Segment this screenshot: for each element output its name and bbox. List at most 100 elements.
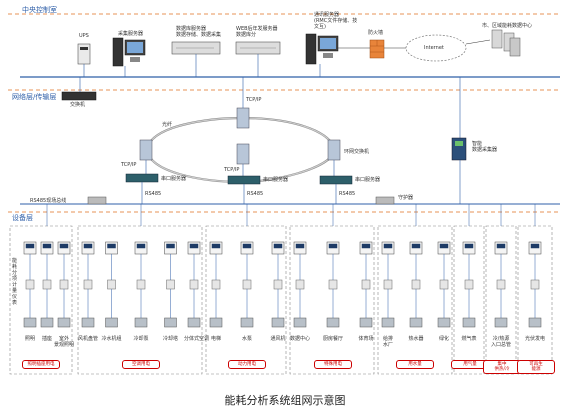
group-special-box	[289, 225, 375, 375]
group-hvac-box	[77, 225, 203, 375]
g5-breaker-1	[411, 279, 421, 290]
switch-label: 交换机	[70, 102, 86, 108]
g1-breaker-1	[42, 279, 52, 290]
g5-breaker-2	[439, 279, 449, 290]
g5-equip-1	[409, 317, 423, 328]
tcpip-top-label: TCP/IP	[246, 97, 262, 103]
g1-equip-1	[40, 317, 54, 328]
g5-breaker-0	[383, 279, 393, 290]
serial-server-2	[227, 164, 261, 204]
g5-meter-screen-1	[411, 243, 421, 249]
g1-meter-screen-2	[59, 243, 69, 249]
g7-meter-screen-0	[496, 243, 506, 249]
g2-item-label-2: 冷却泵	[133, 336, 149, 342]
group-side-box	[9, 225, 73, 375]
g1-item-label-0: 照明	[24, 336, 35, 342]
g3-equip-0	[209, 317, 223, 328]
g4-equip-1	[326, 317, 340, 328]
ring-switch-left	[139, 139, 153, 161]
g3-breaker-0	[211, 279, 221, 290]
g6-item-label-0: 燃气表	[461, 336, 477, 342]
serial-2-label: 串口服务器	[263, 177, 289, 183]
g4-item-label-0: 数据中心	[290, 336, 311, 342]
g2-meter-screen-2	[136, 243, 146, 249]
g5-item-label-2: 绿化	[438, 336, 449, 342]
internet-label: Internet	[424, 45, 444, 51]
g2-equip-3	[164, 317, 177, 328]
web-server-rack	[235, 41, 281, 77]
g2-equip-2	[134, 317, 148, 328]
g2-tag: 空调用电	[122, 360, 160, 369]
internet-cloud-icon	[384, 34, 491, 62]
g8-meter-screen-0	[530, 243, 540, 249]
comm-server-pc	[305, 33, 339, 77]
g1-item-label-1: 插座	[41, 336, 52, 342]
meters-layer	[23, 204, 542, 328]
group-power-box	[205, 225, 287, 375]
rs485-2-label: RS485	[247, 191, 264, 197]
g1-meter-screen-0	[25, 243, 35, 249]
g2-item-label-0: 风机盘管	[78, 336, 99, 342]
zone-device-label: 设备层	[12, 214, 33, 222]
g2-item-label-1: 冷水机组	[101, 336, 122, 342]
serial-3-label: 串口服务器	[355, 177, 381, 183]
ring-switch-label: 环网交换机	[344, 149, 370, 155]
converter-right	[375, 196, 395, 205]
g3-meter-screen-0	[211, 243, 221, 249]
g1-breaker-2	[59, 279, 69, 290]
g7-tag: 集中 供热/冷	[483, 360, 521, 374]
g2-equip-1	[105, 317, 118, 328]
g5-item-label-1: 热水器	[408, 336, 424, 342]
g5-meter-screen-0	[383, 243, 393, 249]
diagram-caption: 能耗分析系统组网示意图	[224, 394, 346, 407]
smart-collector	[451, 77, 467, 204]
g1-equip-0	[23, 317, 37, 328]
g3-item-label-1: 水泵	[241, 336, 252, 342]
ups-device	[77, 43, 91, 77]
g4-breaker-0	[295, 279, 305, 290]
ring-switch-right	[327, 139, 341, 161]
g4-meter-screen-0	[295, 243, 305, 249]
ring-switch-mid	[236, 143, 250, 165]
g3-meter-screen-1	[242, 243, 252, 249]
g3-item-label-2: 通风机	[270, 336, 286, 342]
db-server-label: 数据库服务器 数据存储、数据采集	[176, 26, 222, 38]
g4-breaker-1	[328, 279, 338, 290]
g4-equip-0	[293, 317, 307, 328]
g2-equip-4	[187, 317, 201, 328]
g2-item-label-4: 分体式空调	[184, 336, 210, 342]
g3-equip-1	[240, 317, 254, 328]
g7-breaker-0	[496, 279, 506, 290]
remote-center-label: 市、区域能耗数据中心	[482, 23, 533, 29]
g4-item-label-2: 体育场	[358, 336, 374, 342]
g7-equip-0	[494, 317, 508, 328]
g2-meter-screen-4	[189, 243, 199, 249]
rs485-bus-label: RS485现场总线	[30, 198, 67, 204]
g2-breaker-4	[189, 279, 199, 290]
rs485-1-label: RS485	[145, 191, 162, 197]
g6-breaker-0	[464, 279, 474, 290]
g2-equip-0	[81, 317, 95, 328]
g5-tag: 用水量	[396, 360, 434, 369]
tcpip-left-label: TCP/IP	[121, 162, 137, 168]
side-label: 能耗分项计量仪表	[12, 258, 18, 306]
g3-breaker-2	[273, 279, 283, 290]
serial-1-label: 串口服务器	[161, 176, 187, 182]
g5-item-label-0: 给排 水厂	[382, 336, 393, 348]
g6-equip-0	[462, 317, 476, 328]
zone-central-label: 中央控制室	[22, 6, 57, 14]
group-water-box	[377, 225, 453, 375]
g6-meter-screen-0	[464, 243, 474, 249]
collector-server-pc	[112, 37, 146, 77]
g4-meter-screen-2	[361, 243, 371, 249]
firewall-label: 防火墙	[368, 30, 384, 36]
g5-meter-screen-2	[439, 243, 449, 249]
g4-tag: 特殊用电	[314, 360, 352, 369]
g1-item-label-2: 室外 景观照明	[54, 336, 75, 348]
g2-meter-screen-3	[166, 243, 175, 249]
gateway-label: 守护器	[398, 195, 414, 201]
ring-switch-top	[236, 77, 250, 129]
g2-item-label-3: 冷却塔	[162, 336, 178, 342]
g2-meter-screen-1	[107, 243, 116, 249]
